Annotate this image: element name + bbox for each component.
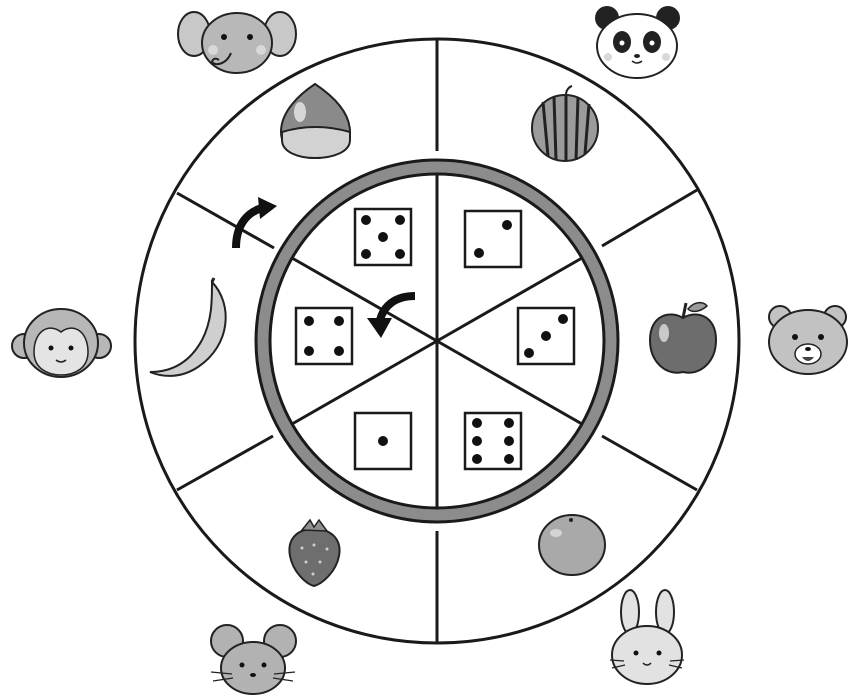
die-one <box>355 413 411 469</box>
bear-icon <box>769 306 847 374</box>
panda-icon <box>595 6 680 78</box>
die-three <box>518 308 574 364</box>
die-five <box>355 209 411 265</box>
orange-icon <box>539 515 605 575</box>
mouse-icon <box>211 625 296 694</box>
monkey-icon <box>12 309 111 377</box>
die-two <box>465 211 521 267</box>
die-six <box>465 413 521 469</box>
elephant-icon <box>178 12 296 73</box>
die-four <box>296 308 352 364</box>
rabbit-icon <box>610 590 684 684</box>
